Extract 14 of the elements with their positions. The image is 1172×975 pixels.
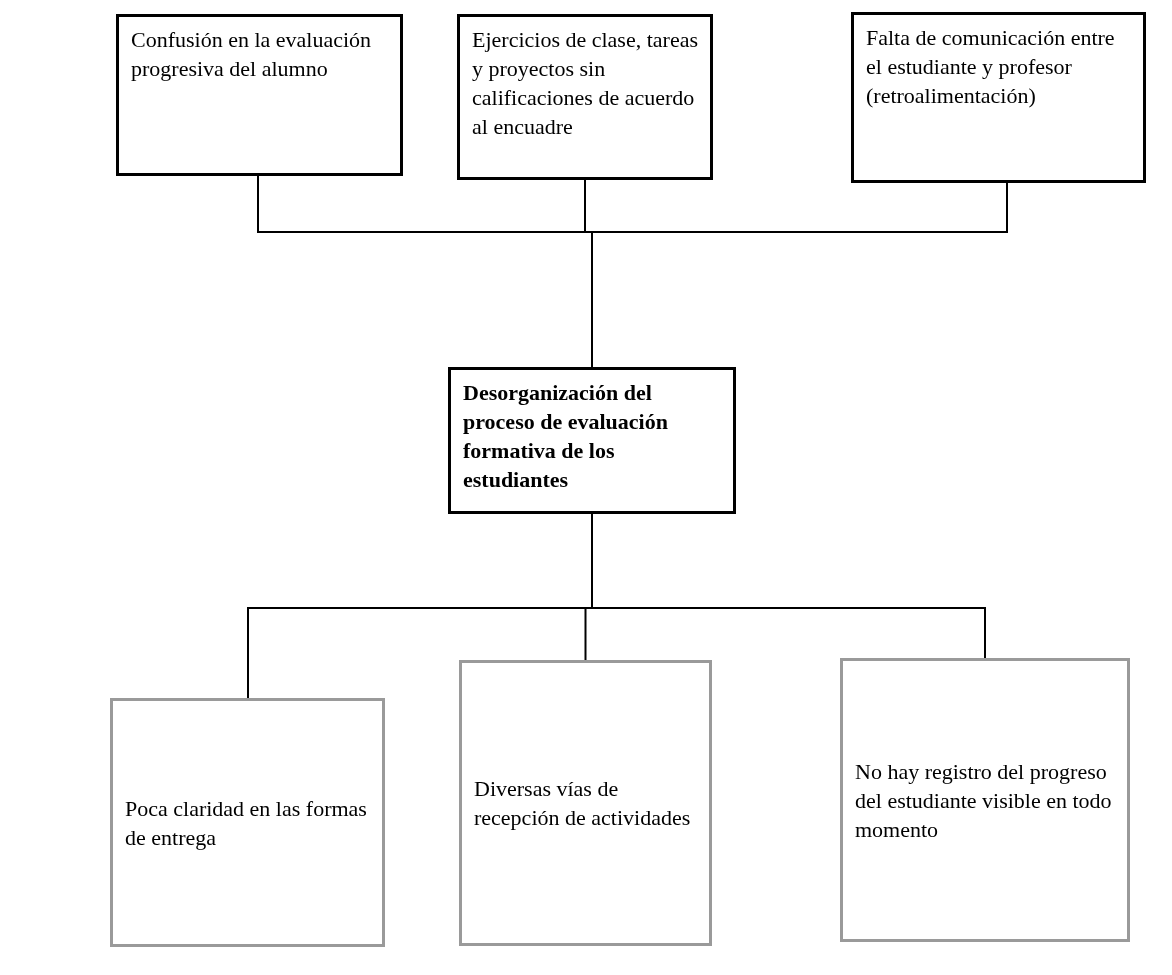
box-text: Desorganización del proceso de evaluación formativa de los estudiantes: [463, 379, 669, 494]
box-text: Confusión en la evaluación progresiva del alumno: [131, 26, 373, 83]
box-text: No hay registro del progreso del estudiante visible en todo momento: [855, 757, 1113, 844]
box-text: Diversas vías de recepción de actividades: [474, 775, 692, 832]
box-text: Ejercicios de clase, tareas y proyectos sin calificaciones de acuerdo al encuadre: [472, 26, 698, 141]
effect-box: [840, 658, 1130, 942]
box-text: Falta de comunicación entre el estudiante y profesor (retroalimentación): [866, 24, 1116, 110]
cause-box: [851, 12, 1146, 183]
cause-box: [457, 14, 713, 180]
box-text: Poca claridad en las formas de entrega: [125, 794, 368, 852]
cause-box: [116, 14, 403, 176]
effect-box: [459, 660, 712, 946]
central-problem-box: [448, 367, 736, 514]
effect-box: [110, 698, 385, 947]
